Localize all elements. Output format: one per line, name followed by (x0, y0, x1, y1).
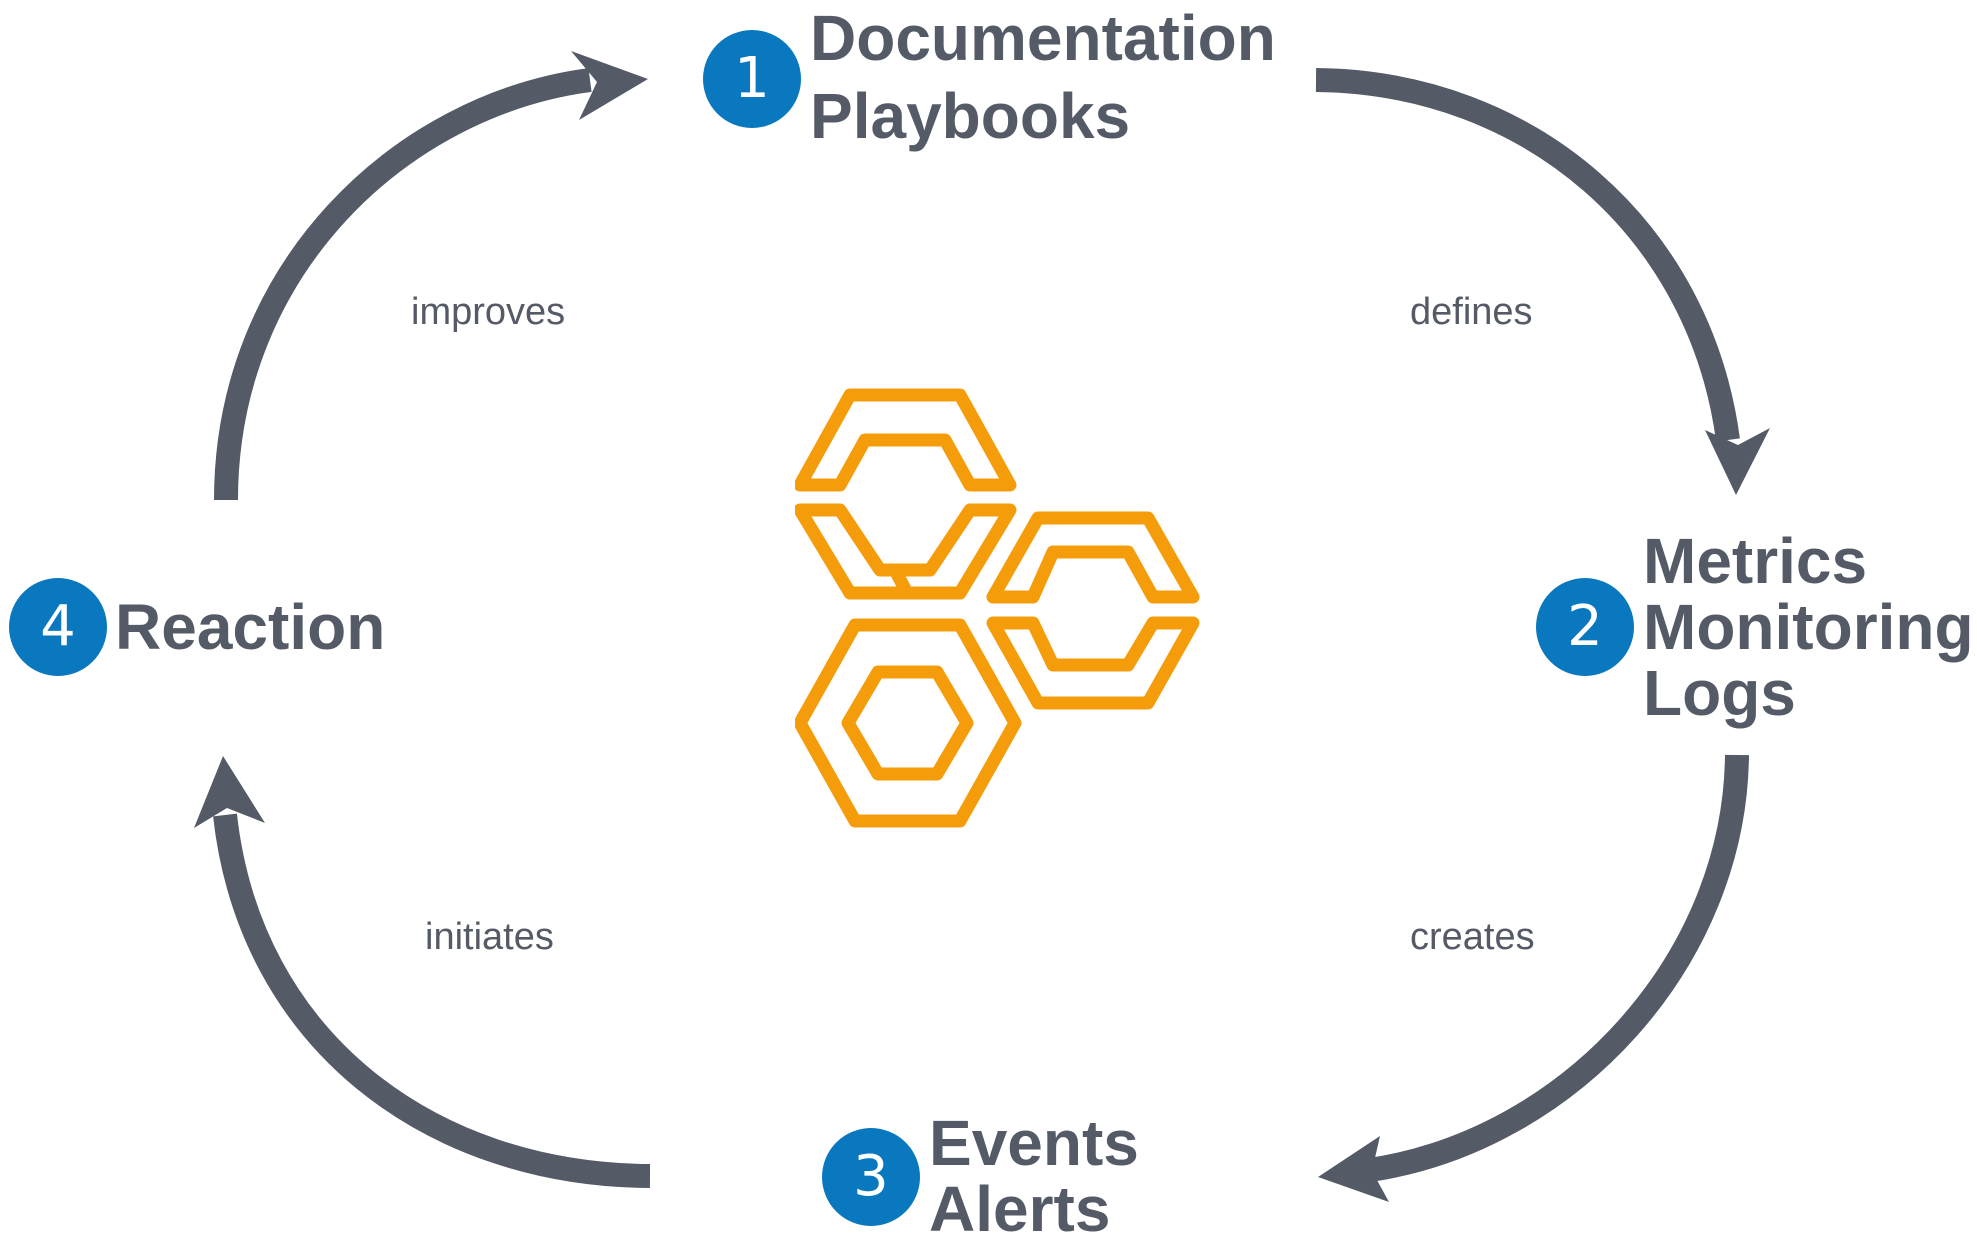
arrow-improves-head (571, 51, 648, 120)
stage-3-label: Events Alerts (929, 1110, 1139, 1242)
arrow-initiates (213, 813, 651, 1188)
stage-2-line-2: Monitoring (1643, 591, 1974, 663)
arrow-creates (1368, 754, 1749, 1182)
stage-3-line-1: Events (929, 1107, 1139, 1179)
stage-4-line-1: Reaction (115, 591, 386, 663)
stage-4-badge: 4 (9, 578, 107, 676)
stage-2-line-1: Metrics (1643, 525, 1868, 597)
stage-1-label: Documentation Playbooks (810, 5, 1276, 149)
arrow-improves (214, 68, 592, 501)
arrow-defines (1315, 68, 1740, 442)
stage-1-badge: 1 (703, 30, 801, 128)
arrow-creates-head (1318, 1136, 1389, 1202)
stage-1-line-2: Playbooks (810, 80, 1131, 152)
stage-2-line-3: Logs (1643, 657, 1796, 729)
arrow-defines-head (1705, 428, 1770, 495)
hexagon-cluster-icon (795, 388, 1200, 828)
stage-2-label: Metrics Monitoring Logs (1643, 528, 1974, 726)
stage-3-badge: 3 (822, 1128, 920, 1226)
edge-label-creates: creates (1410, 916, 1535, 958)
stage-4-label: Reaction (115, 594, 385, 660)
stage-1-line-1: Documentation (810, 2, 1276, 74)
stage-3-line-2: Alerts (929, 1173, 1111, 1245)
edge-label-improves: improves (411, 291, 566, 333)
stage-2-badge: 2 (1536, 578, 1634, 676)
edge-label-initiates: initiates (425, 916, 554, 958)
arrow-initiates-head (194, 756, 265, 828)
edge-label-defines: defines (1410, 291, 1533, 333)
